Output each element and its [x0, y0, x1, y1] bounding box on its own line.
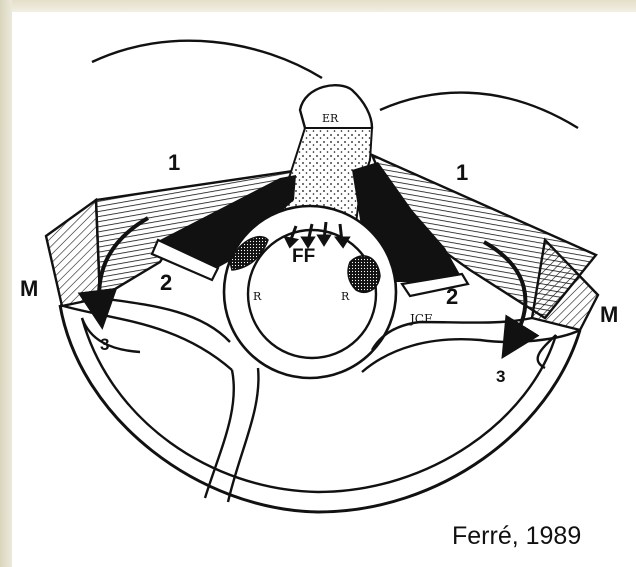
right-connector	[362, 330, 580, 372]
label-1-right: 1	[456, 160, 468, 185]
label-2-left: 2	[160, 270, 172, 295]
lower-stalk-left	[205, 370, 234, 498]
label-1-left: 1	[168, 150, 180, 175]
label-jcf: JCF	[408, 312, 432, 326]
right-connector-inner	[372, 318, 532, 350]
left-connector	[60, 305, 232, 370]
label-3-left: 3	[100, 335, 109, 354]
label-r-right: R	[341, 290, 350, 303]
label-m-right: M	[600, 302, 618, 327]
label-3-right: 3	[496, 367, 505, 386]
upper-right-membrane	[380, 93, 578, 128]
label-m-left: M	[20, 276, 38, 301]
left-side-block	[46, 200, 100, 306]
right-dark-spot	[348, 256, 380, 292]
left-lower-loop	[82, 318, 140, 352]
label-er: ER	[322, 112, 339, 125]
left-connector-inner	[100, 298, 230, 342]
label-2-right: 2	[446, 284, 458, 309]
upper-left-membrane	[92, 41, 322, 78]
er-bulb	[300, 85, 372, 134]
label-r-left: R	[253, 290, 262, 303]
label-ff: FF	[292, 246, 315, 267]
citation-text: Ferré, 1989	[452, 522, 581, 551]
